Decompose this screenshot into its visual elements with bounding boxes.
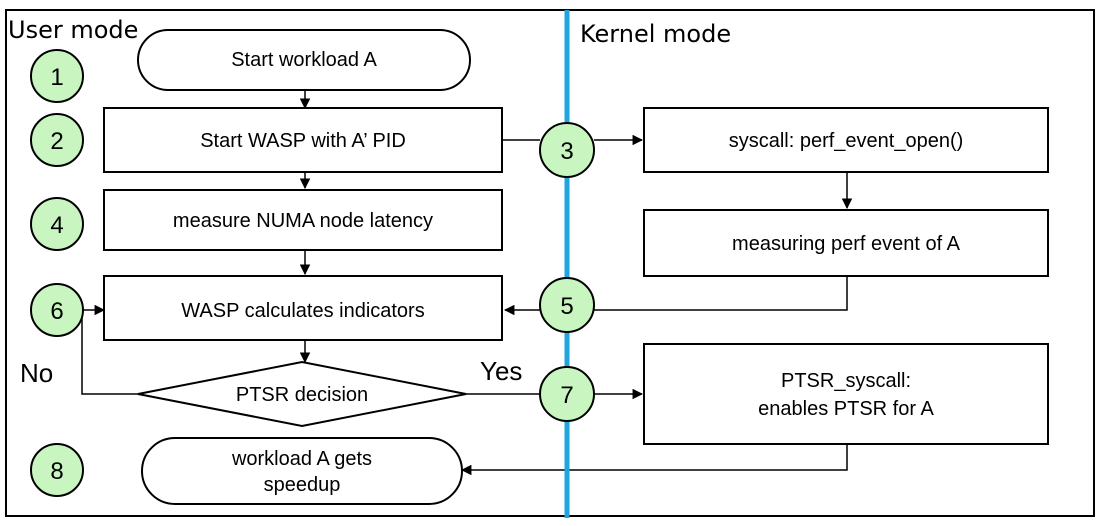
svg-text:4: 4 (50, 212, 63, 239)
node-speedup: workload A gets speedup (141, 437, 463, 505)
step-marker-8: 8 (30, 443, 84, 497)
node-start-wasp: Start WASP with A’ PID (103, 107, 503, 173)
connectors (81, 90, 853, 476)
step-marker-1: 1 (30, 49, 84, 103)
step-marker-3: 3 (539, 122, 595, 178)
svg-text:1: 1 (50, 64, 63, 91)
step-marker-2: 2 (30, 113, 84, 167)
node-calc-indicators: WASP calculates indicators (103, 275, 503, 341)
user-mode-label: User mode (8, 16, 138, 44)
node-start-workload: Start workload A (137, 29, 471, 91)
node-measuring-perf: measuring perf event of A (643, 209, 1049, 277)
svg-text:6: 6 (50, 298, 63, 325)
step-marker-4: 4 (30, 197, 84, 251)
svg-text:measure NUMA node latency: measure NUMA node latency (173, 210, 433, 232)
svg-text:5: 5 (560, 293, 573, 320)
svg-text:Start WASP with A’ PID: Start WASP with A’ PID (200, 130, 406, 152)
arrow-ptsr-to-speedup (460, 444, 848, 476)
node-syscall-perf-open: syscall: perf_event_open() (643, 107, 1049, 173)
svg-text:workload A gets: workload A gets (231, 448, 372, 470)
svg-text:PTSR decision: PTSR decision (236, 384, 368, 406)
step-marker-7: 7 (539, 366, 595, 422)
node-ptsr-syscall: PTSR_syscall: enables PTSR for A (643, 343, 1049, 445)
svg-text:3: 3 (560, 138, 573, 165)
node-ptsr-decision: PTSR decision (137, 360, 467, 428)
diagram-frame (5, 9, 1095, 517)
svg-text:Start workload A: Start workload A (231, 49, 377, 71)
node-measure-numa: measure NUMA node latency (103, 189, 503, 251)
svg-text:8: 8 (50, 458, 63, 485)
svg-text:2: 2 (50, 128, 63, 155)
arrow-no-loop (81, 304, 138, 395)
step-marker-6: 6 (30, 283, 84, 337)
line-measure-to-step5 (594, 276, 848, 311)
svg-text:WASP calculates indicators: WASP calculates indicators (181, 300, 424, 322)
svg-text:enables PTSR for A: enables PTSR for A (758, 398, 934, 420)
svg-text:7: 7 (560, 382, 573, 409)
svg-text:measuring perf event of A: measuring perf event of A (732, 233, 961, 255)
branch-no-label: No (20, 358, 53, 388)
svg-text:syscall: perf_event_open(): syscall: perf_event_open() (729, 130, 964, 152)
svg-text:PTSR_syscall:: PTSR_syscall: (781, 370, 911, 392)
svg-text:speedup: speedup (264, 474, 341, 496)
branch-yes-label: Yes (480, 356, 522, 386)
kernel-mode-label: Kernel mode (580, 20, 731, 48)
step-marker-5: 5 (539, 277, 595, 333)
